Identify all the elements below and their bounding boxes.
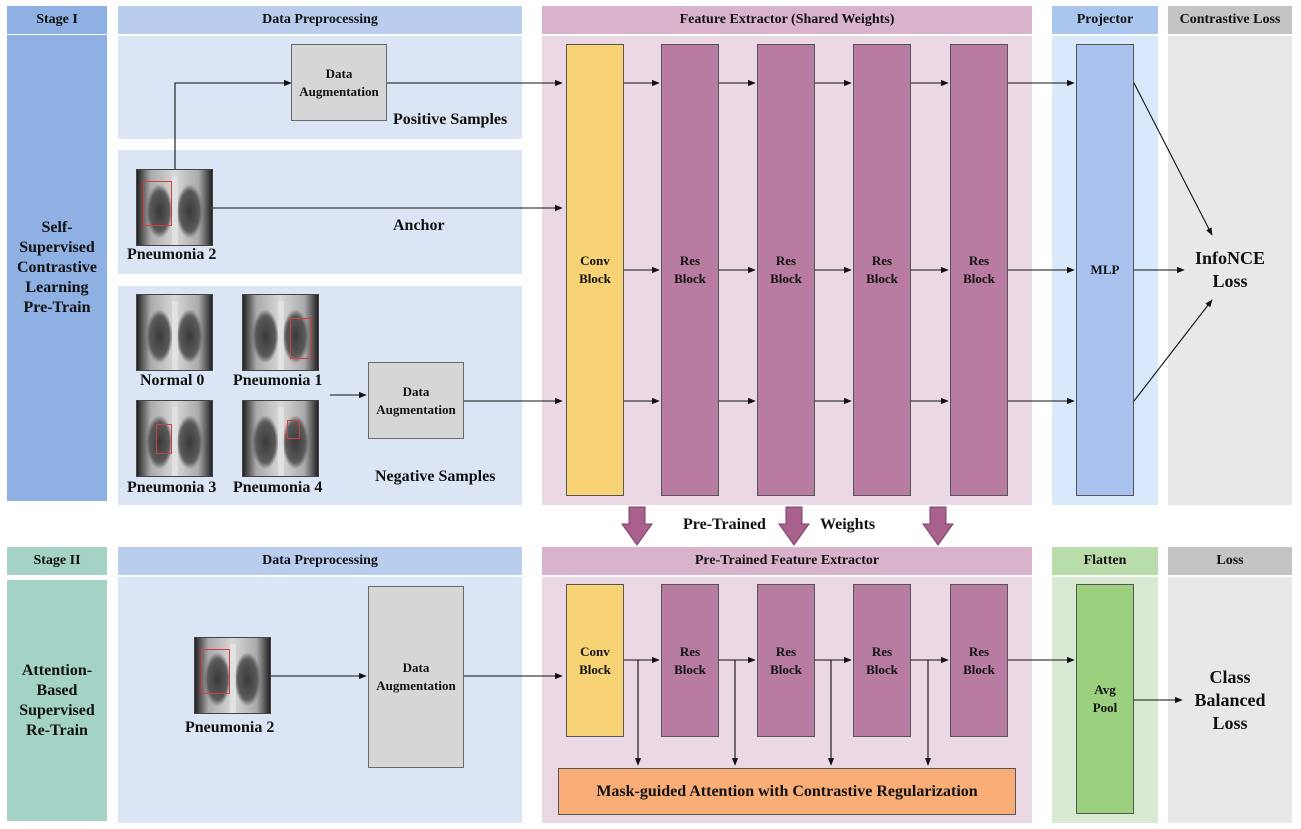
stage1-res-block-4: Res Block xyxy=(950,44,1008,496)
negative-label-normal-0: Normal 0 xyxy=(140,372,205,389)
negative-label-pneumonia-1: Pneumonia 1 xyxy=(233,372,323,389)
negative-label-pneumonia-4: Pneumonia 4 xyxy=(233,479,323,496)
stage2-loss-header: Loss xyxy=(1168,547,1292,575)
contrastive-loss-panel xyxy=(1168,36,1292,505)
stage1-res-block-1: Res Block xyxy=(661,44,719,496)
stage1-res-block-2: Res Block xyxy=(757,44,815,496)
class-balanced-loss-label: Class Balanced Loss xyxy=(1194,666,1266,733)
infonce-loss-label: InfoNCE Loss xyxy=(1194,248,1265,291)
stage2-image-label: Pneumonia 2 xyxy=(185,719,275,736)
stage1-side-label: Self- Supervised Contrastive Learning Pr… xyxy=(7,35,107,501)
avg-pool-block: Avg Pool xyxy=(1076,584,1134,814)
projector-header: Projector xyxy=(1052,6,1158,34)
stage2-data-augmentation-box: Data Augmentation xyxy=(368,586,464,768)
negative-label-pneumonia-3: Pneumonia 3 xyxy=(127,479,217,496)
contrastive-loss-header: Contrastive Loss xyxy=(1168,6,1292,34)
stage2-side-label: Attention- Based Supervised Re-Train xyxy=(7,580,107,821)
negative-samples-label: Negative Samples xyxy=(375,468,496,485)
pneumonia-1-xray-image xyxy=(242,294,319,371)
stage2-loss-panel xyxy=(1168,577,1292,823)
stage2-label: Stage II xyxy=(7,547,107,575)
anchor-xray-image xyxy=(136,169,213,246)
stage2-res-block-3: Res Block xyxy=(853,584,911,737)
stage1-extractor-header: Feature Extractor (Shared Weights) xyxy=(542,6,1032,34)
stage2-preprocessing-header: Data Preprocessing xyxy=(118,547,522,575)
stage2-res-block-4: Res Block xyxy=(950,584,1008,737)
stage2-extractor-header: Pre-Trained Feature Extractor xyxy=(542,547,1032,575)
stage2-res-block-2: Res Block xyxy=(757,584,815,737)
stage2-conv-block: Conv Block xyxy=(566,584,624,737)
pneumonia-3-xray-image xyxy=(136,400,213,477)
stage1-label: Stage I xyxy=(7,6,107,34)
mask-guided-attention-box: Mask-guided Attention with Contrastive R… xyxy=(558,768,1016,815)
data-augmentation-bottom-box: Data Augmentation xyxy=(368,362,464,439)
anchor-label: Anchor xyxy=(393,217,445,234)
transfer-arrows xyxy=(621,506,954,546)
stage2-res-block-1: Res Block xyxy=(661,584,719,737)
data-augmentation-top-box: Data Augmentation xyxy=(291,44,387,121)
pneumonia-4-xray-image xyxy=(242,400,319,477)
stage1-res-block-3: Res Block xyxy=(853,44,911,496)
stage1-conv-block: Conv Block xyxy=(566,44,624,496)
mlp-block: MLP xyxy=(1076,44,1134,496)
weights-label: Weights xyxy=(820,516,876,533)
flatten-header: Flatten xyxy=(1052,547,1158,575)
anchor-image-label: Pneumonia 2 xyxy=(127,246,217,263)
stage2-xray-image xyxy=(194,637,271,714)
stage1-preprocessing-header: Data Preprocessing xyxy=(118,6,522,34)
positive-samples-label: Positive Samples xyxy=(393,111,508,128)
pre-trained-label: Pre-Trained xyxy=(683,516,766,533)
normal-0-xray-image xyxy=(136,294,213,371)
anchor-to-augmentation-arrow xyxy=(174,79,292,169)
